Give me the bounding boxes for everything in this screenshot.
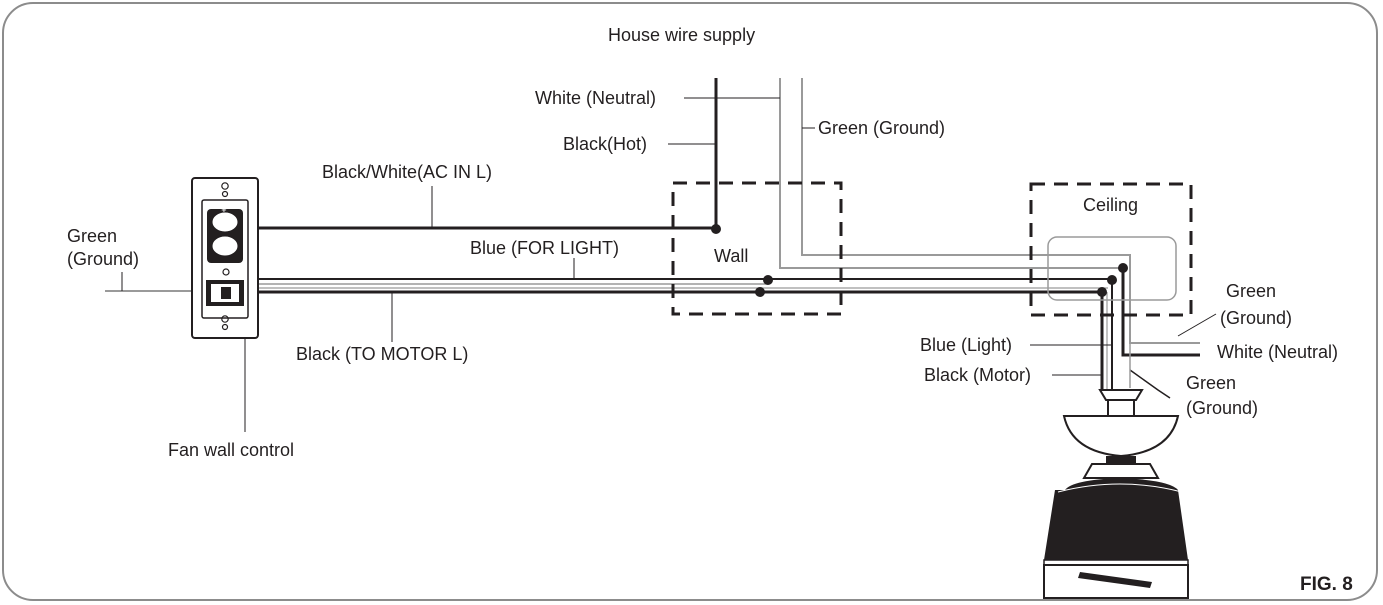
wall-label: Wall — [714, 246, 748, 266]
black-to-motor-label: Black (TO MOTOR L) — [296, 344, 468, 364]
junction-black-wall — [755, 287, 765, 297]
green-ceiling-label-line1: Green — [1226, 281, 1276, 301]
black-motor-label: Black (Motor) — [924, 365, 1031, 385]
green-left-label-line2: (Ground) — [67, 249, 139, 269]
green-fan-label-line1: Green — [1186, 373, 1236, 393]
white-neutral-ceiling-label: White (Neutral) — [1217, 342, 1338, 362]
white-neutral-supply-label: White (Neutral) — [535, 88, 656, 108]
white-neutral-ceiling-wire — [1121, 268, 1200, 357]
green-ceiling-leader — [1177, 313, 1217, 337]
house-wire-supply-label: House wire supply — [608, 25, 755, 45]
junction-blue-ceiling — [1107, 275, 1117, 285]
fan-wall-control-label: Fan wall control — [168, 440, 294, 460]
junction-black-ceiling — [1097, 287, 1107, 297]
green-left-label-line1: Green — [67, 226, 117, 246]
ceiling-junction-box — [1047, 236, 1177, 301]
fig-label: FIG. 8 — [1300, 574, 1353, 595]
green-ceiling-label-line2: (Ground) — [1220, 308, 1292, 328]
junction-hot — [711, 224, 721, 234]
ceiling-fan — [1043, 389, 1189, 599]
green-ground-supply-label: Green (Ground) — [818, 118, 945, 138]
junction-blue-wall — [763, 275, 773, 285]
fan-wall-control-device: + — [191, 177, 259, 339]
black-white-ac-in-label: Black/White(AC IN L) — [322, 162, 492, 182]
blue-light-label: Blue (Light) — [920, 335, 1012, 355]
black-hot-label: Black(Hot) — [563, 134, 647, 154]
white-neutral-supply-wire — [779, 78, 1123, 269]
ceiling-label: Ceiling — [1083, 195, 1138, 215]
ceiling-box — [1029, 182, 1193, 317]
green-ground-fan-wire — [1129, 369, 1171, 399]
green-ground-supply-wire — [801, 78, 1200, 344]
green-fan-label-line2: (Ground) — [1186, 398, 1258, 418]
svg-text:+: + — [221, 206, 227, 214]
junction-white-ceiling — [1118, 263, 1128, 273]
wall-box — [671, 181, 843, 316]
blue-for-light-label: Blue (FOR LIGHT) — [470, 238, 619, 258]
